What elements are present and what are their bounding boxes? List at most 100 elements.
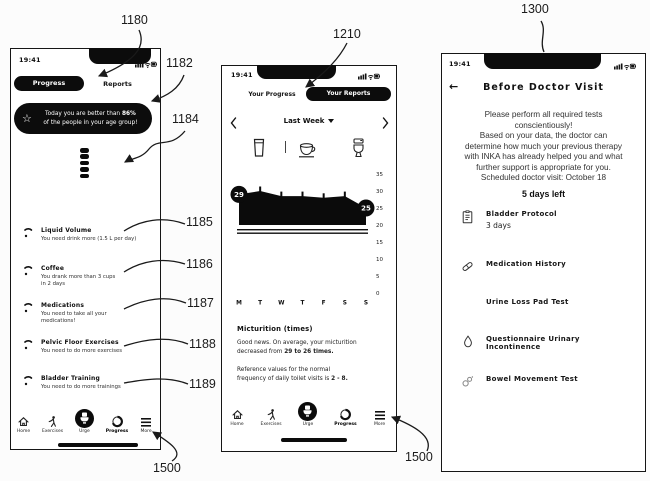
nav-more[interactable]: More xyxy=(374,410,386,427)
urge-toilet-icon xyxy=(298,402,318,421)
more-icon xyxy=(141,418,152,427)
chevron-right-icon[interactable] xyxy=(382,117,389,129)
ref-1180: 1180 xyxy=(121,13,148,27)
home-icon xyxy=(18,417,29,427)
tab-your-progress[interactable]: Your Progress xyxy=(248,91,296,98)
test-item-urine-loss-pad[interactable]: Urine Loss Pad Test xyxy=(486,298,569,306)
chart-summary-text: Good news. On average, your micturition … xyxy=(237,340,357,355)
svg-text:35: 35 xyxy=(376,172,383,178)
phone-progress-screen: 19:41 Progress Reports ☆ Today you are b… xyxy=(10,48,161,450)
nav-home[interactable]: Home xyxy=(230,408,244,427)
bowel-test-icon xyxy=(462,376,474,387)
svg-text:25: 25 xyxy=(361,204,371,212)
banner-text: Today you are better than 86% of the peo… xyxy=(43,111,138,126)
svg-text:S: S xyxy=(343,301,347,307)
svg-text:F: F xyxy=(322,301,326,307)
bladder-training-icon xyxy=(24,375,33,386)
ref-1210: 1210 xyxy=(333,27,361,41)
pelvic-floor-icon xyxy=(24,339,33,350)
exercises-icon xyxy=(267,409,275,420)
ref-1300-leader xyxy=(540,20,545,53)
test-item-medication-history[interactable]: Medication History xyxy=(461,260,566,273)
phone-doctor-visit-screen: 19:41 ← Before Doctor Visit Please perfo… xyxy=(441,53,646,472)
status-time: 19:41 xyxy=(19,56,41,64)
back-arrow-icon[interactable]: ← xyxy=(449,80,459,93)
page-dots-indicator xyxy=(80,148,89,180)
ref-1188: 1188 xyxy=(189,337,216,351)
ref-1500-left: 1500 xyxy=(153,461,181,475)
signal-wifi-battery-icons xyxy=(358,73,380,80)
svg-text:T: T xyxy=(301,301,305,307)
period-dropdown[interactable]: Last Week xyxy=(269,117,349,125)
svg-text:T: T xyxy=(258,301,262,307)
achievement-banner: ☆ Today you are better than 86% of the p… xyxy=(14,103,152,134)
reference-values-text: Reference values for the normal frequenc… xyxy=(237,367,348,382)
page-title: Before Doctor Visit xyxy=(483,82,604,93)
home-indicator xyxy=(281,438,347,442)
nav-exercises[interactable]: Exercises xyxy=(42,415,63,434)
intro-text: Please perform all required tests consci… xyxy=(446,110,641,199)
ref-1185: 1185 xyxy=(186,215,213,229)
dot xyxy=(80,154,89,159)
nav-progress[interactable]: Progress xyxy=(106,415,128,434)
svg-text:29: 29 xyxy=(234,191,244,199)
svg-text:W: W xyxy=(278,301,285,307)
clipboard-icon xyxy=(462,210,473,224)
ref-1184: 1184 xyxy=(172,112,199,126)
star-icon: ☆ xyxy=(22,112,32,125)
banner-highlight: 86% xyxy=(121,111,136,117)
svg-text:M: M xyxy=(236,301,242,307)
nav-exercises[interactable]: Exercises xyxy=(261,408,282,427)
test-item-bowel-movement[interactable]: Bowel Movement Test xyxy=(461,375,578,388)
svg-text:20: 20 xyxy=(376,223,383,229)
ref-1186: 1186 xyxy=(186,257,213,271)
filter-separator xyxy=(285,141,286,153)
liquid-volume-icon xyxy=(24,227,33,238)
tab-progress[interactable]: Progress xyxy=(14,76,84,91)
notch xyxy=(257,65,336,79)
phone-reports-screen: 19:41 Your Progress Your Reports Last We… xyxy=(221,65,397,452)
signal-wifi-battery-icons xyxy=(614,63,636,70)
tab-reports[interactable]: Reports xyxy=(103,80,132,88)
bottom-nav: Home Exercises Urge Progress More xyxy=(222,402,394,427)
dot xyxy=(80,160,89,166)
home-indicator xyxy=(58,443,138,447)
dot xyxy=(80,167,89,172)
days-left: 5 days left xyxy=(521,188,566,199)
nav-progress[interactable]: Progress xyxy=(334,408,357,427)
home-icon xyxy=(231,410,243,420)
ref-1500-right: 1500 xyxy=(405,450,433,464)
ref-1187: 1187 xyxy=(187,296,214,310)
ref-1300: 1300 xyxy=(521,2,549,16)
ref-1189: 1189 xyxy=(189,377,216,391)
progress-icon xyxy=(111,415,123,428)
tab-your-reports[interactable]: Your Reports xyxy=(306,87,391,101)
glass-icon[interactable] xyxy=(252,138,266,158)
status-time: 19:41 xyxy=(449,60,471,68)
toilet-icon[interactable] xyxy=(350,138,367,158)
section-title: Micturition (times) xyxy=(237,325,313,333)
progress-icon xyxy=(339,408,351,421)
nav-home[interactable]: Home xyxy=(17,415,30,434)
nav-more[interactable]: More xyxy=(140,417,152,434)
more-icon xyxy=(374,411,385,420)
status-time: 19:41 xyxy=(231,71,253,79)
medications-icon xyxy=(24,302,33,313)
chevron-left-icon[interactable] xyxy=(230,117,237,129)
chevron-down-icon xyxy=(328,119,335,123)
svg-text:30: 30 xyxy=(376,189,383,195)
nav-urge[interactable]: Urge xyxy=(74,409,94,434)
coffee-cup-icon[interactable] xyxy=(297,142,318,158)
nav-urge[interactable]: Urge xyxy=(298,402,318,427)
test-item-questionnaire[interactable]: Questionnaire Urinary Incontinence xyxy=(462,335,588,351)
svg-text:10: 10 xyxy=(376,257,383,263)
ref-1500-right-leader xyxy=(390,415,429,452)
